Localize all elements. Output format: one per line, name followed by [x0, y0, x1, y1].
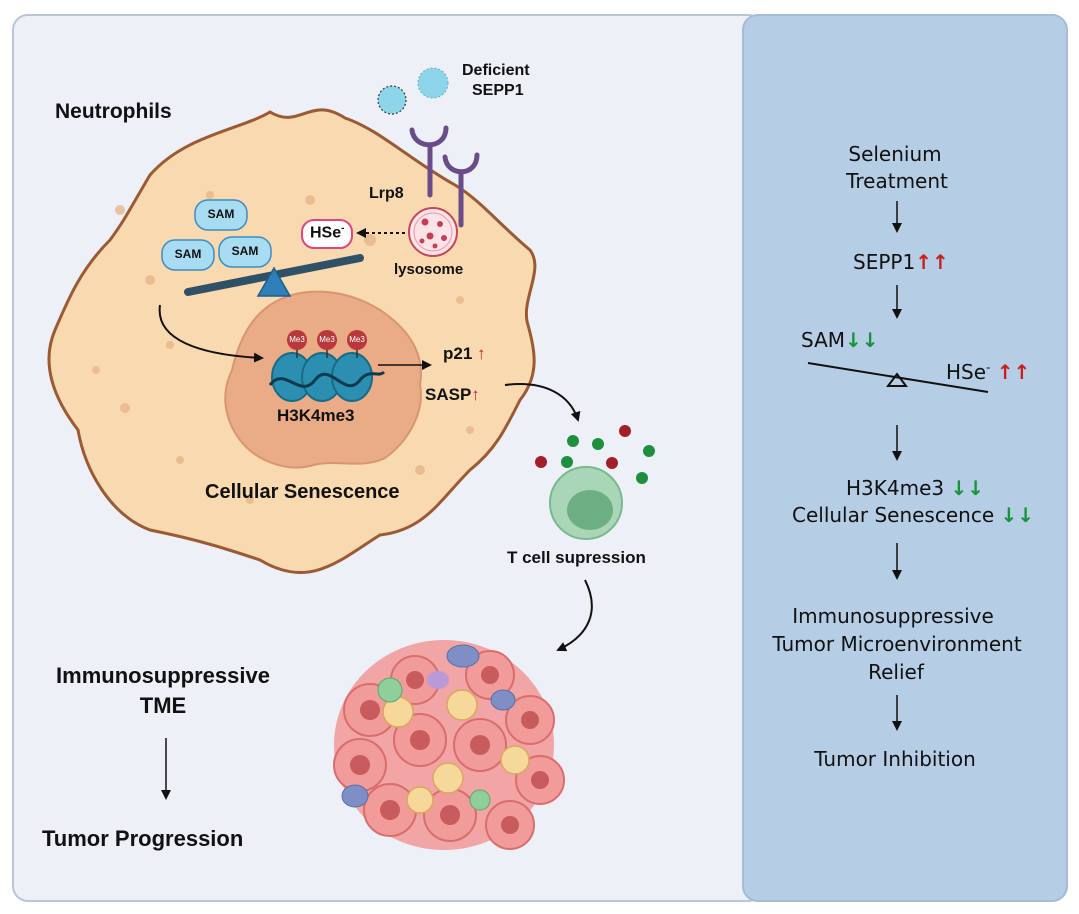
sepp1-label: SEPP1 — [472, 82, 524, 99]
t-cell — [549, 466, 623, 540]
cytokines — [535, 425, 655, 484]
right-seesaw-fulcrum — [886, 372, 908, 387]
curved-arrow-sam — [158, 304, 264, 363]
sam-down-arrows: ↓↓ — [845, 328, 879, 352]
me3-label-3: Me3 — [349, 335, 365, 344]
sam-bubble-2 — [161, 239, 215, 271]
right-seesaw-beam — [807, 362, 989, 393]
neutrophils-label: Neutrophils — [55, 100, 172, 123]
sepp1-up-arrows: ↑↑ — [915, 250, 949, 274]
tumor-mass — [333, 640, 565, 850]
curved-arrow-sasp — [504, 383, 581, 422]
seesaw-fulcrum — [256, 266, 292, 297]
lrp8-receptor-1 — [409, 125, 449, 198]
me3-mark-3 — [347, 330, 367, 350]
hse-right-label: HSe- ↑↑ — [946, 360, 1031, 384]
tumor-progression-label: Tumor Progression — [42, 826, 244, 851]
me3-label-1: Me3 — [289, 335, 305, 344]
cellular-senescence-label: Cellular Senescence — [205, 481, 400, 503]
tme-right-line1: Immunosuppressive — [792, 604, 994, 628]
selenium-label-line1: Selenium — [848, 142, 942, 166]
selenium-label-line2: Treatment — [846, 169, 948, 193]
me3-label-2: Me3 — [319, 335, 335, 344]
tme-right-line3: Relief — [868, 660, 924, 684]
hse-up-arrows: ↑↑ — [996, 360, 1031, 384]
sam-label-2: SAM — [174, 247, 202, 261]
right-panel — [742, 14, 1068, 902]
sepp1-particle-1 — [377, 85, 407, 115]
sam-right-label: SAM↓↓ — [801, 328, 879, 352]
h3k4me3-down-arrows: ↓↓ — [950, 476, 984, 500]
sasp-up-arrow: ↑ — [471, 385, 480, 404]
tumor-inhibition-label: Tumor Inhibition — [814, 747, 976, 771]
p21-up-arrow: ↑ — [477, 344, 486, 363]
sam-label-1: SAM — [207, 207, 235, 221]
lysosome — [408, 207, 458, 257]
p21-label: p21 ↑ — [443, 344, 486, 363]
tme-label-line1: Immunosuppressive — [56, 663, 270, 688]
lysosome-label: lysosome — [394, 261, 464, 278]
sasp-label: SASP↑ — [425, 385, 480, 404]
h3k4me3-right-label: H3K4me3 ↓↓ — [846, 476, 984, 500]
tme-right-line2: Tumor Microenvironment — [772, 632, 1022, 656]
lrp8-label: Lrp8 — [369, 185, 404, 202]
h3k4me3-label: H3K4me3 — [277, 406, 355, 425]
senescence-down-arrows: ↓↓ — [1000, 503, 1035, 527]
senescence-right-label: Cellular Senescence ↓↓ — [792, 503, 1035, 527]
curved-arrow-tcell — [556, 579, 593, 652]
t-cell-suppression-label: T cell supression — [507, 548, 646, 567]
nucleosomes — [268, 330, 386, 402]
lrp8-receptor-2 — [442, 152, 480, 228]
deficient-label: Deficient — [462, 62, 530, 79]
sepp1-particle-2 — [417, 67, 449, 99]
hse-label: HSe- — [310, 223, 345, 242]
tme-label-line2: TME — [139, 693, 187, 718]
me3-mark-2 — [317, 330, 337, 350]
me3-mark-1 — [287, 330, 307, 350]
sam-bubble-3 — [218, 236, 272, 268]
sepp1-right-label: SEPP1↑↑ — [853, 250, 949, 274]
sam-label-3: SAM — [231, 244, 259, 258]
sam-bubble-1 — [194, 199, 248, 231]
hse-pill — [301, 219, 353, 249]
